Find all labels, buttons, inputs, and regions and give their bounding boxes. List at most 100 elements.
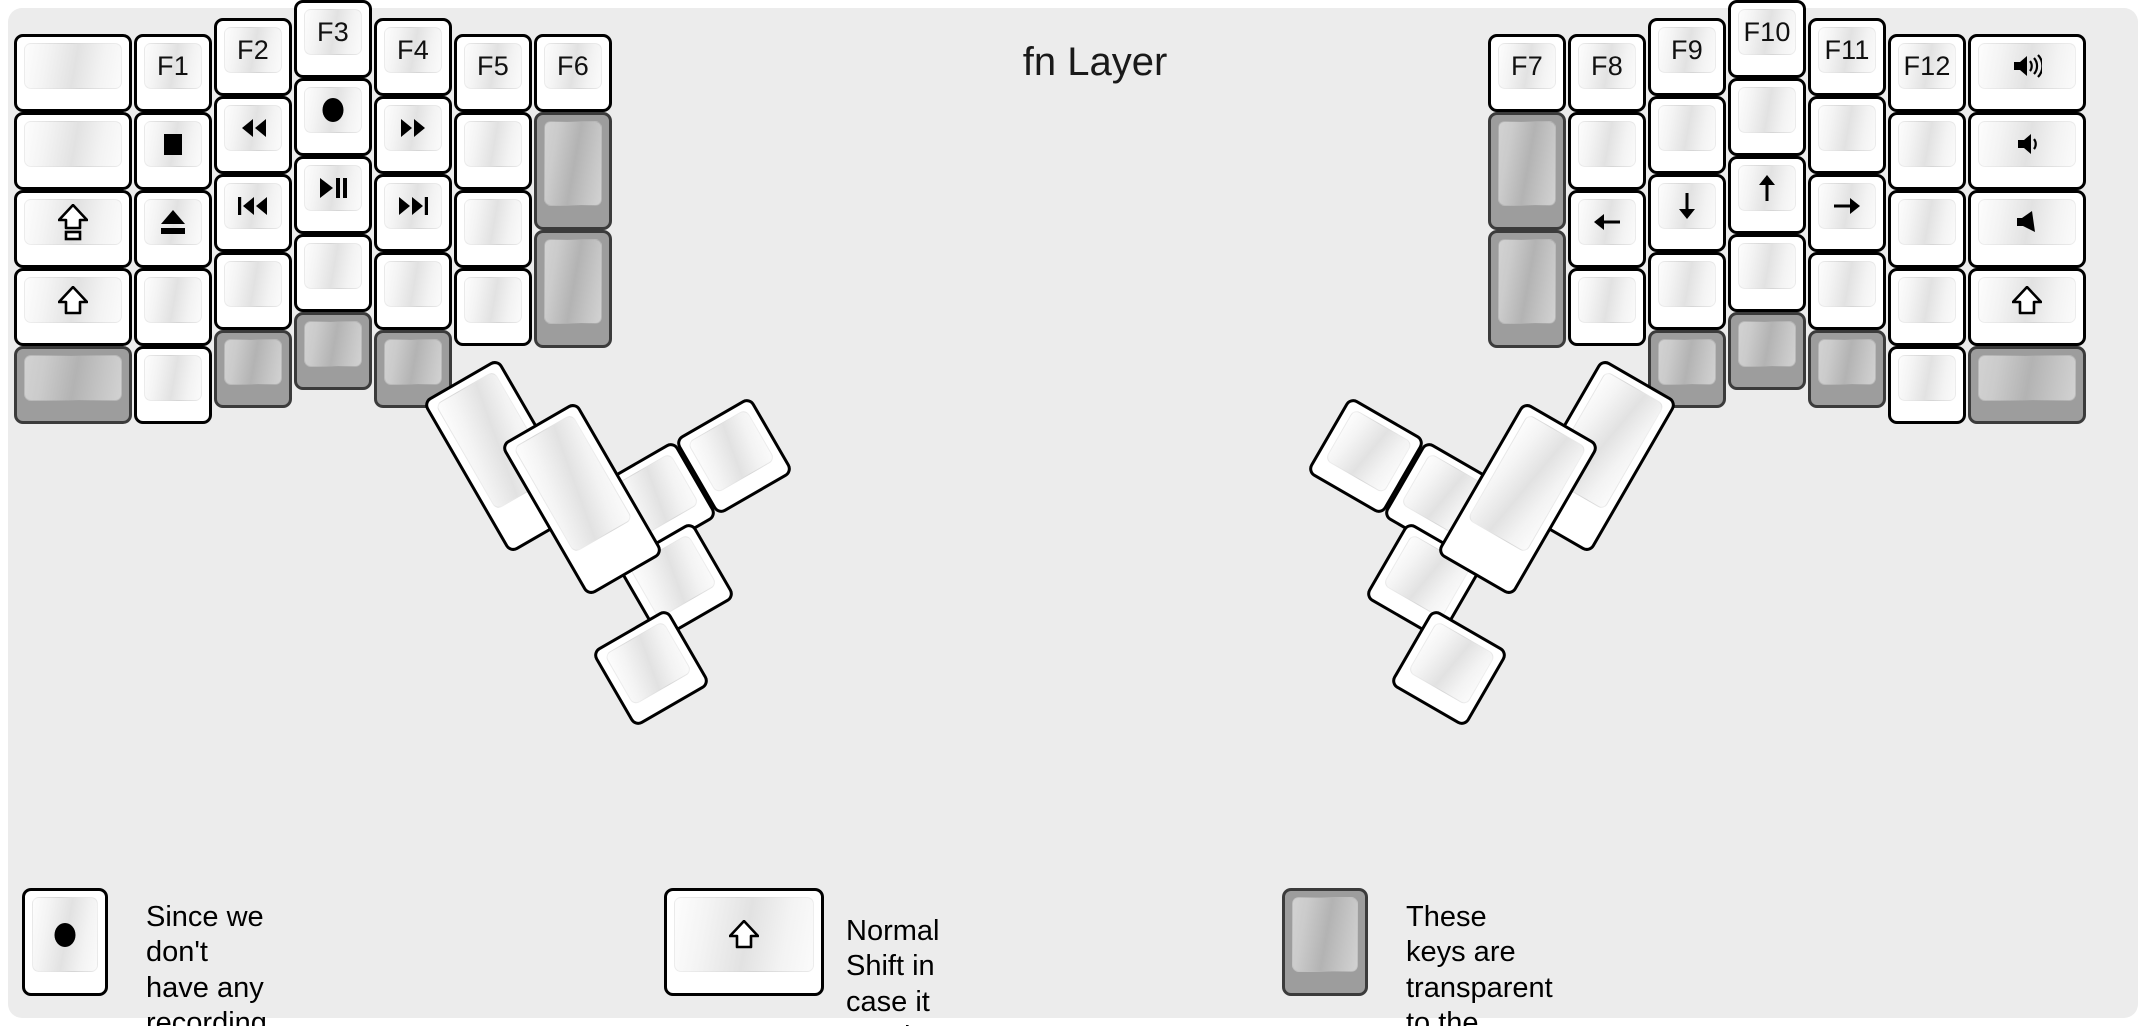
key-R1-r1[interactable] — [1968, 34, 2086, 112]
key-L5-r3[interactable] — [374, 174, 452, 252]
key-L4-r1-label: F3 — [317, 16, 349, 47]
key-L6-r4[interactable] — [454, 268, 532, 346]
shift-icon — [58, 285, 88, 315]
key-L1-r1[interactable] — [14, 34, 132, 112]
key-L1-r5[interactable] — [14, 346, 132, 424]
key-R4-r5-cap — [1738, 321, 1796, 368]
key-R4-r1-cap: F10 — [1738, 9, 1796, 56]
eject-icon — [160, 209, 186, 235]
key-L3-r5-cap — [224, 339, 282, 386]
key-L2-r2-cap — [144, 121, 202, 168]
key-L1-r4[interactable] — [14, 268, 132, 346]
key-L2-r1[interactable]: F1 — [134, 34, 212, 112]
key-R3-r3[interactable] — [1808, 174, 1886, 252]
arrow-left-icon — [1593, 211, 1621, 233]
caps-lock-icon — [58, 203, 88, 241]
key-R3-r4-cap — [1818, 261, 1876, 308]
key-R3-r3-cap — [1818, 183, 1876, 230]
key-R4-r4[interactable] — [1728, 234, 1806, 312]
key-L6-r3[interactable] — [454, 190, 532, 268]
key-L4-r5[interactable] — [294, 312, 372, 390]
page-title: fn Layer — [1022, 40, 1168, 84]
key-R2-r1[interactable]: F12 — [1888, 34, 1966, 112]
key-L4-r3-cap — [304, 165, 362, 212]
key-R2-r1-cap: F12 — [1898, 43, 1956, 90]
arrow-right-icon — [1833, 195, 1861, 217]
key-L5-r5[interactable] — [374, 330, 452, 408]
key-L4-r3[interactable] — [294, 156, 372, 234]
key-R6-r3[interactable] — [1568, 190, 1646, 268]
legend-key-1 — [22, 888, 108, 996]
key-L2-r4[interactable] — [134, 268, 212, 346]
key-L6-r1[interactable]: F5 — [454, 34, 532, 112]
key-L4-r4[interactable] — [294, 234, 372, 312]
key-L3-r4[interactable] — [214, 252, 292, 330]
key-L7-r3[interactable] — [534, 230, 612, 348]
key-R2-r3[interactable] — [1888, 190, 1966, 268]
key-R4-r1[interactable]: F10 — [1728, 0, 1806, 78]
key-R5-r1[interactable]: F9 — [1648, 18, 1726, 96]
key-L6-r1-label: F5 — [477, 50, 509, 81]
key-R5-r2[interactable] — [1648, 96, 1726, 174]
key-R7-r3[interactable] — [1488, 230, 1566, 348]
key-R2-r2[interactable] — [1888, 112, 1966, 190]
key-L3-r3-cap — [224, 183, 282, 230]
key-L7-r1-cap: F6 — [544, 43, 602, 90]
key-L6-r2[interactable] — [454, 112, 532, 190]
key-L1-r3-cap — [24, 199, 122, 246]
key-R3-r5[interactable] — [1808, 330, 1886, 408]
legend-key-3-cap — [1292, 897, 1358, 973]
shift-icon — [729, 920, 759, 949]
key-R6-r1-label: F8 — [1591, 50, 1623, 81]
key-L2-r5[interactable] — [134, 346, 212, 424]
key-R1-r3[interactable] — [1968, 190, 2086, 268]
key-R4-r2[interactable] — [1728, 78, 1806, 156]
key-L5-r1[interactable]: F4 — [374, 18, 452, 96]
key-R6-r2[interactable] — [1568, 112, 1646, 190]
key-L5-r2[interactable] — [374, 96, 452, 174]
key-L4-r2[interactable] — [294, 78, 372, 156]
key-L3-r3[interactable] — [214, 174, 292, 252]
key-L3-r1-label: F2 — [237, 34, 269, 65]
key-L2-r5-cap — [144, 355, 202, 402]
key-L1-r3[interactable] — [14, 190, 132, 268]
key-R7-r2[interactable] — [1488, 112, 1566, 230]
key-R3-r1[interactable]: F11 — [1808, 18, 1886, 96]
key-L3-r2[interactable] — [214, 96, 292, 174]
key-L7-r1-label: F6 — [557, 50, 589, 81]
key-R6-r2-cap — [1578, 121, 1636, 168]
key-L4-r1[interactable]: F3 — [294, 0, 372, 78]
key-R5-r4[interactable] — [1648, 252, 1726, 330]
key-R3-r4[interactable] — [1808, 252, 1886, 330]
key-R7-r1-cap: F7 — [1498, 43, 1556, 90]
legend-key-2 — [664, 888, 824, 996]
key-L2-r3[interactable] — [134, 190, 212, 268]
key-R7-r1[interactable]: F7 — [1488, 34, 1566, 112]
key-R1-r4[interactable] — [1968, 268, 2086, 346]
key-R1-r2[interactable] — [1968, 112, 2086, 190]
key-L1-r4-cap — [24, 277, 122, 324]
key-R2-r4[interactable] — [1888, 268, 1966, 346]
key-R3-r2[interactable] — [1808, 96, 1886, 174]
key-R6-r1[interactable]: F8 — [1568, 34, 1646, 112]
key-L7-r2[interactable] — [534, 112, 612, 230]
key-R5-r3[interactable] — [1648, 174, 1726, 252]
key-L3-r1[interactable]: F2 — [214, 18, 292, 96]
key-L3-r5[interactable] — [214, 330, 292, 408]
legend-key-1-cap — [32, 897, 98, 973]
key-L2-r2[interactable] — [134, 112, 212, 190]
stop-icon — [162, 133, 184, 156]
key-R5-r1-label: F9 — [1671, 34, 1703, 65]
key-R4-r5[interactable] — [1728, 312, 1806, 390]
key-L1-r1-cap — [24, 43, 122, 90]
key-L1-r2[interactable] — [14, 112, 132, 190]
key-L2-r4-cap — [144, 277, 202, 324]
key-R5-r5-cap — [1658, 339, 1716, 386]
legend-key-2-cap — [674, 897, 814, 973]
key-L7-r1[interactable]: F6 — [534, 34, 612, 112]
key-R6-r4[interactable] — [1568, 268, 1646, 346]
key-R4-r3[interactable] — [1728, 156, 1806, 234]
key-L5-r4[interactable] — [374, 252, 452, 330]
key-R1-r5[interactable] — [1968, 346, 2086, 424]
key-R2-r5[interactable] — [1888, 346, 1966, 424]
